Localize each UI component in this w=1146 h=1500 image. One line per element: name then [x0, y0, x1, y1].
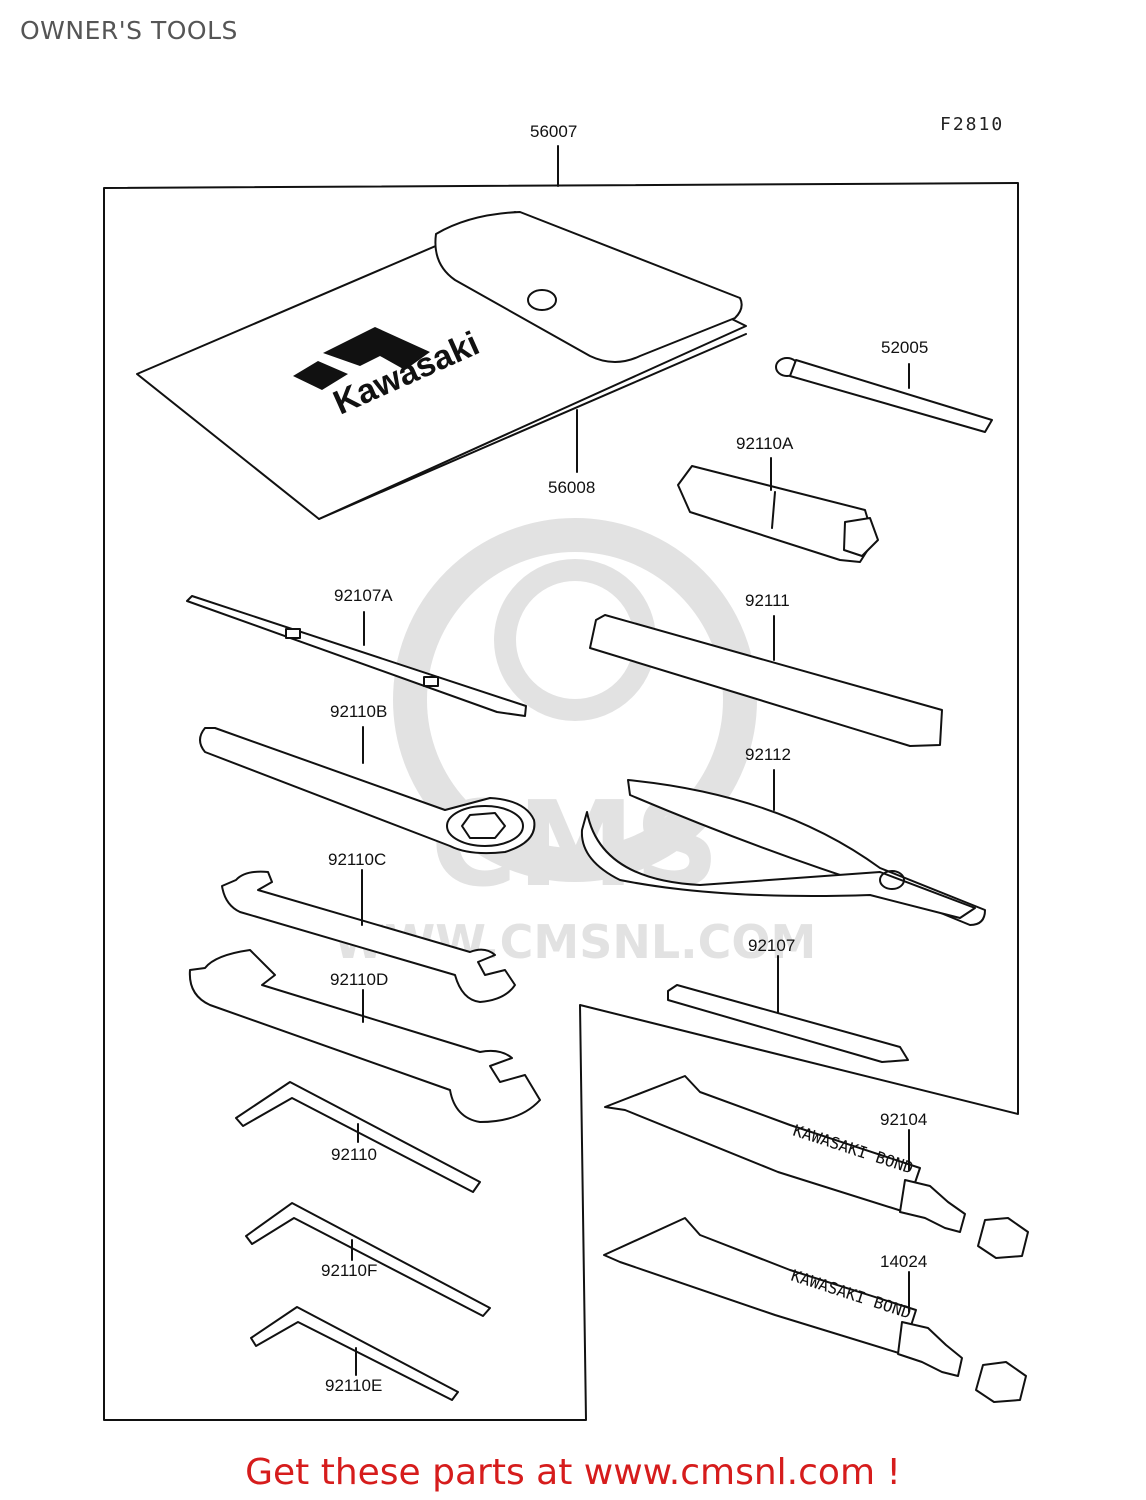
page-title: OWNER'S TOOLS	[20, 16, 238, 45]
label-56008: 56008	[548, 478, 595, 497]
label-92107A: 92107A	[334, 586, 393, 605]
watermark: CMS WWW.CMSNL.COM	[334, 518, 816, 969]
label-92110B: 92110B	[330, 702, 387, 721]
spark-plug-wrench	[677, 457, 879, 563]
label-92110E: 92110E	[325, 1376, 382, 1395]
pliers	[580, 769, 986, 926]
label-92111: 92111	[745, 591, 790, 610]
hex-key-large	[235, 1081, 481, 1193]
bond-tube-2: KAWASAKI BOND	[603, 1217, 1027, 1403]
kit-outline	[103, 145, 1019, 1421]
label-14024: 14024	[880, 1252, 927, 1271]
label-92112: 92112	[745, 745, 791, 764]
tool-pouch: Kawasaki	[136, 211, 747, 520]
label-92110: 92110	[331, 1145, 377, 1164]
label-56007: 56007	[530, 122, 577, 141]
screwdriver-phillips	[667, 955, 909, 1063]
open-end-wrench-large	[188, 949, 541, 1123]
label-92110F: 92110F	[321, 1261, 377, 1280]
bond-tube-1: KAWASAKI BOND	[604, 1075, 1029, 1259]
open-end-wrench-small	[221, 869, 516, 1003]
label-92110C: 92110C	[328, 850, 386, 869]
footer-link[interactable]: Get these parts at www.cmsnl.com !	[245, 1452, 901, 1493]
label-52005: 52005	[881, 338, 928, 357]
hex-key-medium	[245, 1202, 491, 1317]
figure-code: F2810	[940, 114, 1005, 135]
screwdriver-grip	[589, 614, 943, 747]
label-92104: 92104	[880, 1110, 927, 1129]
tommy-bar	[775, 357, 993, 433]
watermark-logo-ring	[393, 518, 757, 882]
box-wrench	[199, 726, 536, 855]
label-92110A: 92110A	[736, 434, 794, 453]
hex-key-small	[250, 1306, 459, 1401]
label-92107: 92107	[748, 936, 795, 955]
screwdriver-flat	[186, 595, 527, 717]
label-92110D: 92110D	[330, 970, 388, 989]
part-labels: 56007 56008 52005 92110A 92107A 92111 92…	[321, 122, 928, 1395]
